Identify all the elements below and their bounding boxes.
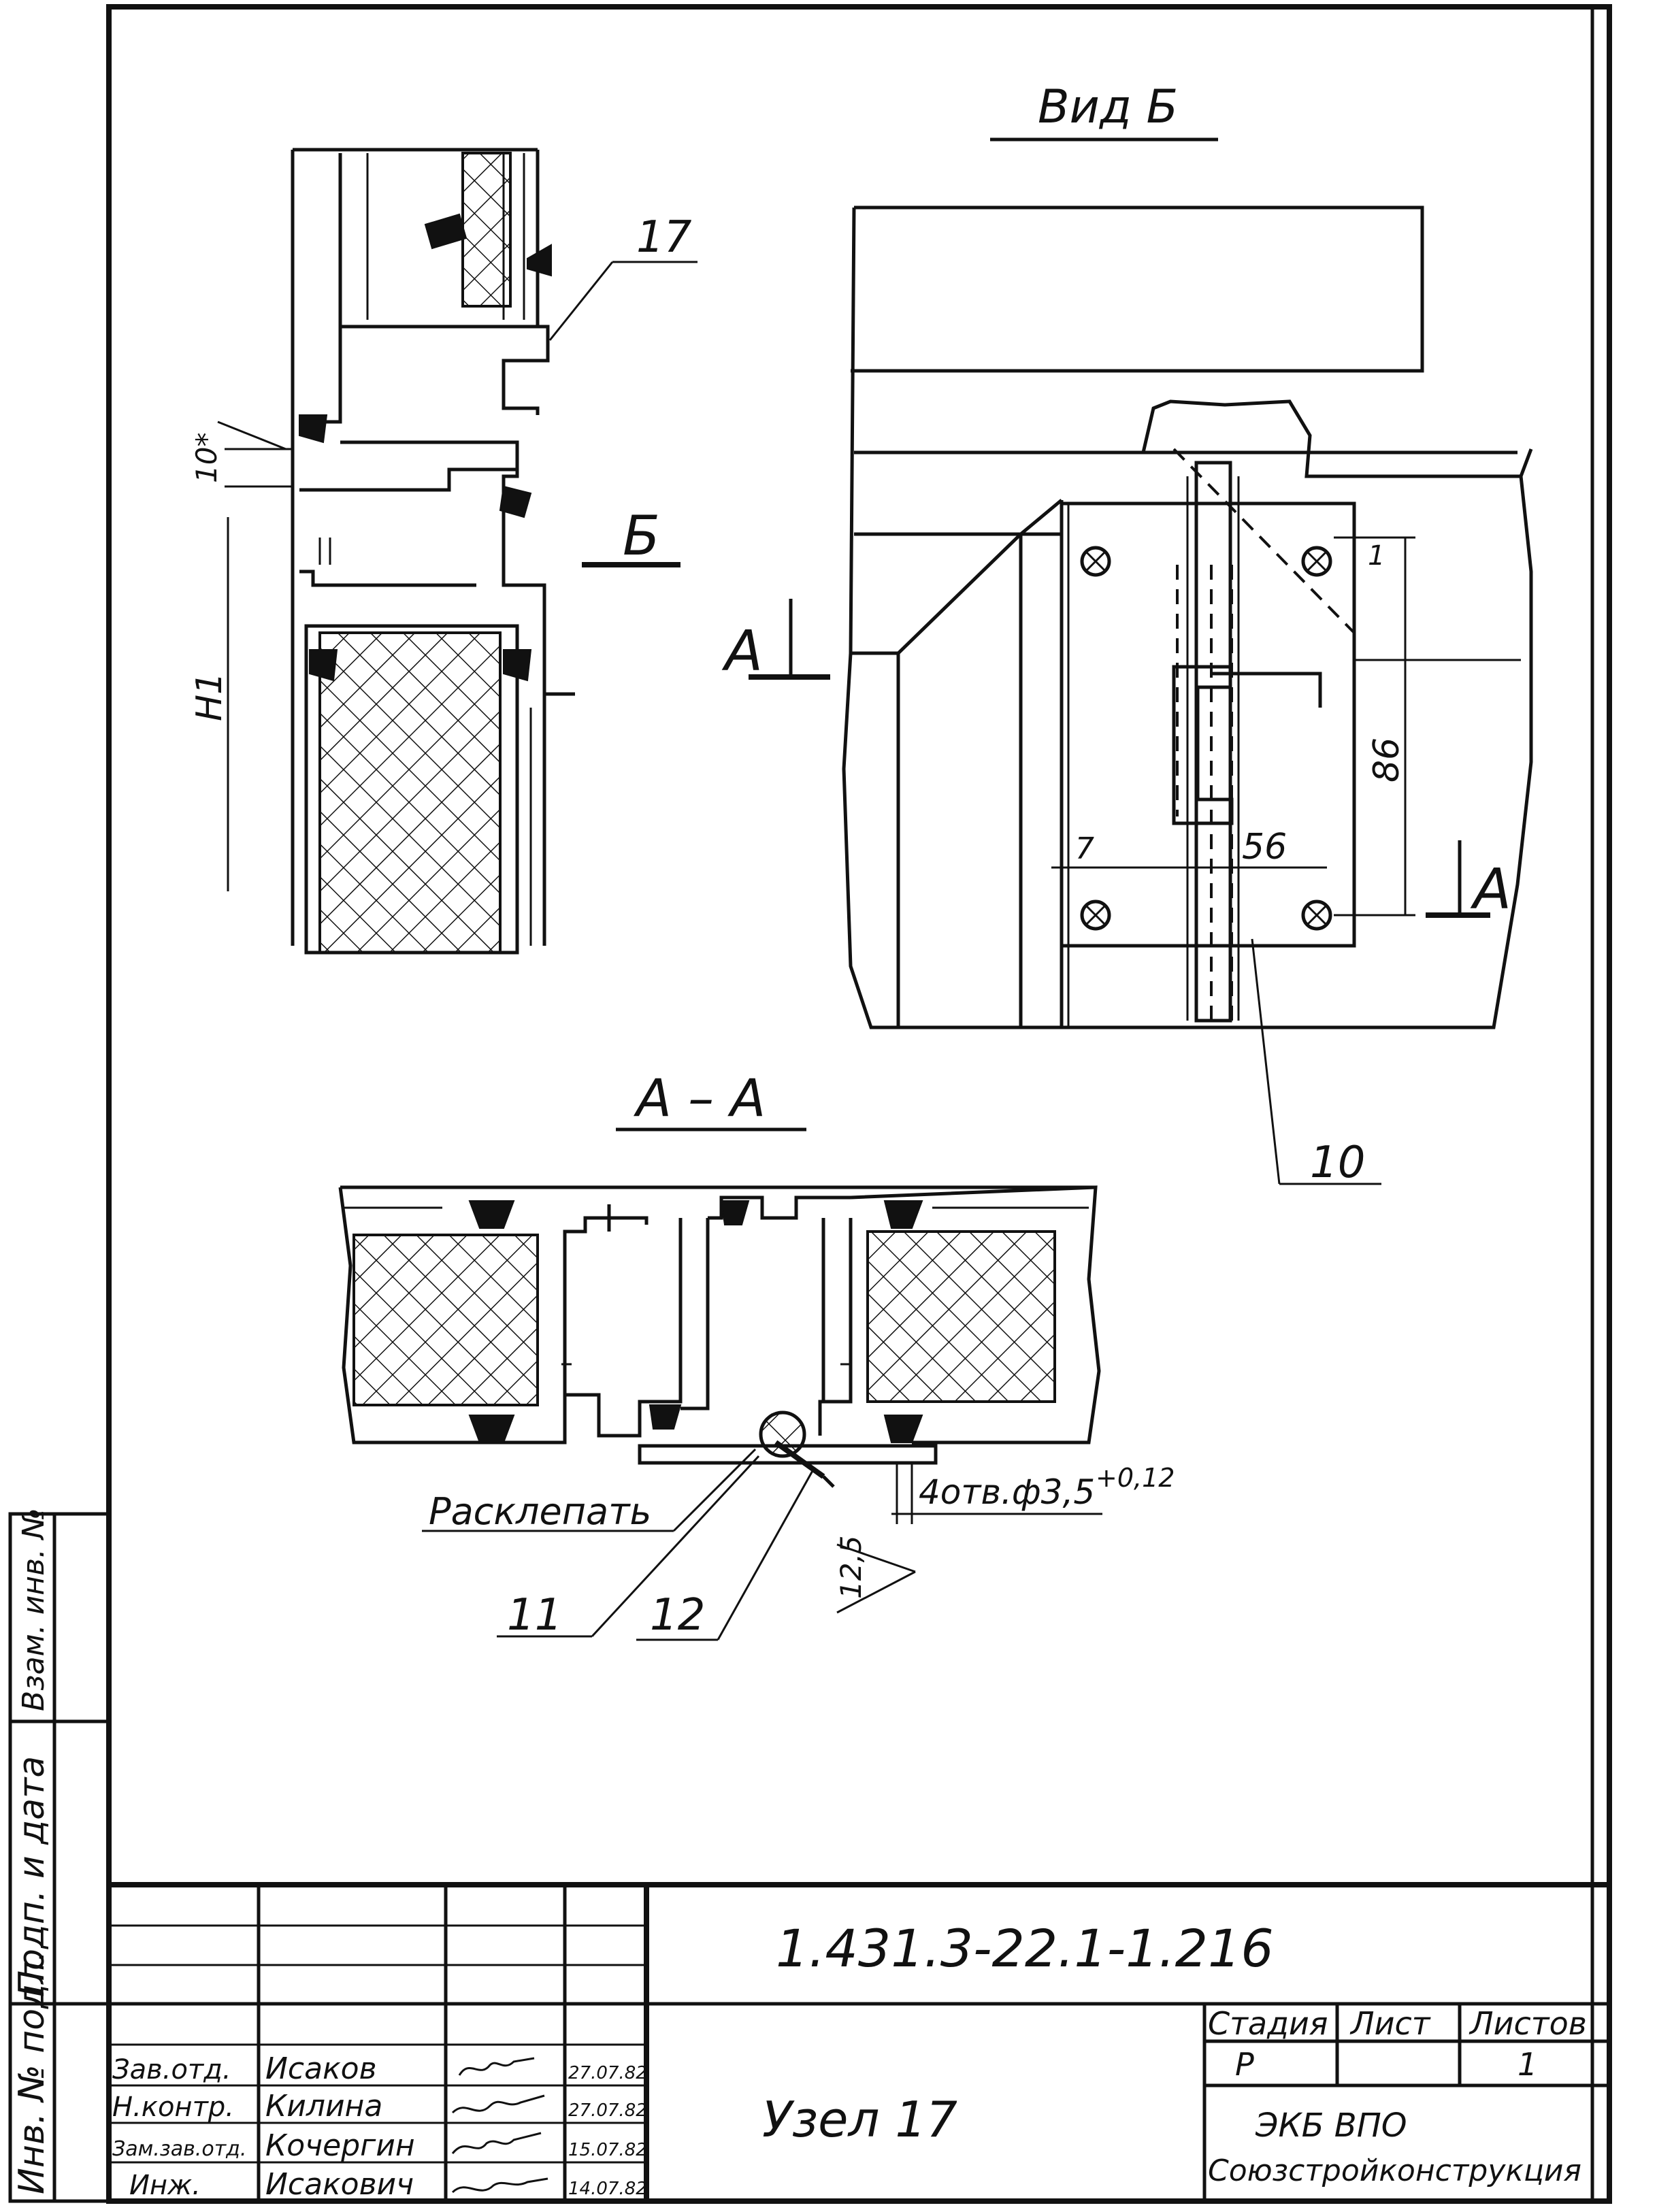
holes-dimension: 4отв.ф3,5 xyxy=(919,1472,1095,1512)
title-block-grid xyxy=(109,1882,1609,2201)
sheets-header: Листов xyxy=(1469,2005,1587,2042)
handwritten-signature xyxy=(451,2094,545,2114)
signature-row: Зав.отд. Исаков 27.07.82 xyxy=(112,2051,647,2086)
signature-role: Зав.отд. xyxy=(112,2054,231,2085)
signature-date: 15.07.82 xyxy=(568,2140,647,2160)
callout-11: 11 xyxy=(507,1590,562,1640)
signature-name: Исаков xyxy=(265,2051,377,2086)
dim-gap-label: 10* xyxy=(190,433,223,483)
view-b-arrow-label: Б xyxy=(623,504,660,567)
signature-role: Зам.зав.отд. xyxy=(112,2137,246,2161)
dim-56-label: 56 xyxy=(1242,827,1287,868)
bolt-hole xyxy=(1301,546,1332,577)
signature-date: 27.07.82 xyxy=(568,2100,647,2121)
signature-row: Н.контр. Килина 27.07.82 xyxy=(112,2089,647,2124)
handwritten-signature xyxy=(451,2177,548,2194)
signature-role: Инж. xyxy=(129,2170,201,2201)
stage-header: Стадия xyxy=(1208,2005,1328,2042)
organization-line1: ЭКБ ВПО xyxy=(1255,2107,1407,2145)
view-b-drawing xyxy=(749,205,1533,1185)
signature-row: Инж. Исакович 14.07.82 xyxy=(129,2167,647,2202)
dim-height-label: H1 xyxy=(189,672,230,721)
signature-name: Исакович xyxy=(265,2167,414,2202)
document-code: 1.431.3-22.1-1.216 xyxy=(776,1918,1274,1979)
bolt-hole xyxy=(1301,899,1332,931)
cut-marker-right-label: А xyxy=(1470,857,1511,922)
stamp-vzam-inv-no: Взам. инв. № xyxy=(16,1508,51,1711)
countersink-dimension: 12,5 xyxy=(834,1535,868,1599)
signature-date: 14.07.82 xyxy=(568,2179,647,2199)
signature-name: Кочергин xyxy=(265,2128,415,2163)
handwritten-signature xyxy=(458,2057,535,2076)
holes-tolerance: +0,12 xyxy=(1096,1463,1175,1493)
signature-date: 27.07.82 xyxy=(568,2063,647,2083)
sheets-value: 1 xyxy=(1517,2046,1537,2083)
dim-1-label: 1 xyxy=(1368,540,1385,572)
sheet-header: Лист xyxy=(1349,2005,1431,2042)
sheet-frame xyxy=(106,4,1612,2204)
handwritten-signature xyxy=(451,2132,542,2154)
signature-row: Зам.зав.отд. Кочергин 15.07.82 xyxy=(112,2128,647,2163)
signature-role: Н.контр. xyxy=(112,2092,234,2123)
rivet-note: Расклепать xyxy=(429,1490,651,1533)
side-stamp: Инв. № подл. Подп. и дата Взам. инв. № xyxy=(8,1508,111,2203)
stamp-inv-no-podl: Инв. № подл. xyxy=(12,1950,52,2194)
dim-86-label: 86 xyxy=(1366,738,1407,782)
section-a-a-drawing xyxy=(338,1185,1102,1641)
signature-name: Килина xyxy=(265,2089,382,2124)
callout-12: 12 xyxy=(650,1590,705,1640)
cut-marker-left-label: А xyxy=(721,619,763,684)
view-b-title: Вид Б xyxy=(1038,80,1178,134)
vertical-section-view xyxy=(217,148,698,955)
bolt-hole xyxy=(1080,546,1111,577)
callout-17: 17 xyxy=(636,212,692,263)
stamp-podp-i-data: Подп. и дата xyxy=(12,1756,52,1997)
callout-10: 10 xyxy=(1310,1138,1365,1188)
drawing-title: Узел 17 xyxy=(762,2091,957,2148)
stage-value: Р xyxy=(1235,2046,1254,2083)
dim-7-label: 7 xyxy=(1075,831,1094,866)
bolt-hole xyxy=(1080,899,1111,931)
section-a-a-title: А – А xyxy=(633,1068,766,1128)
organization-line2: Союзстройконструкция xyxy=(1208,2153,1581,2188)
